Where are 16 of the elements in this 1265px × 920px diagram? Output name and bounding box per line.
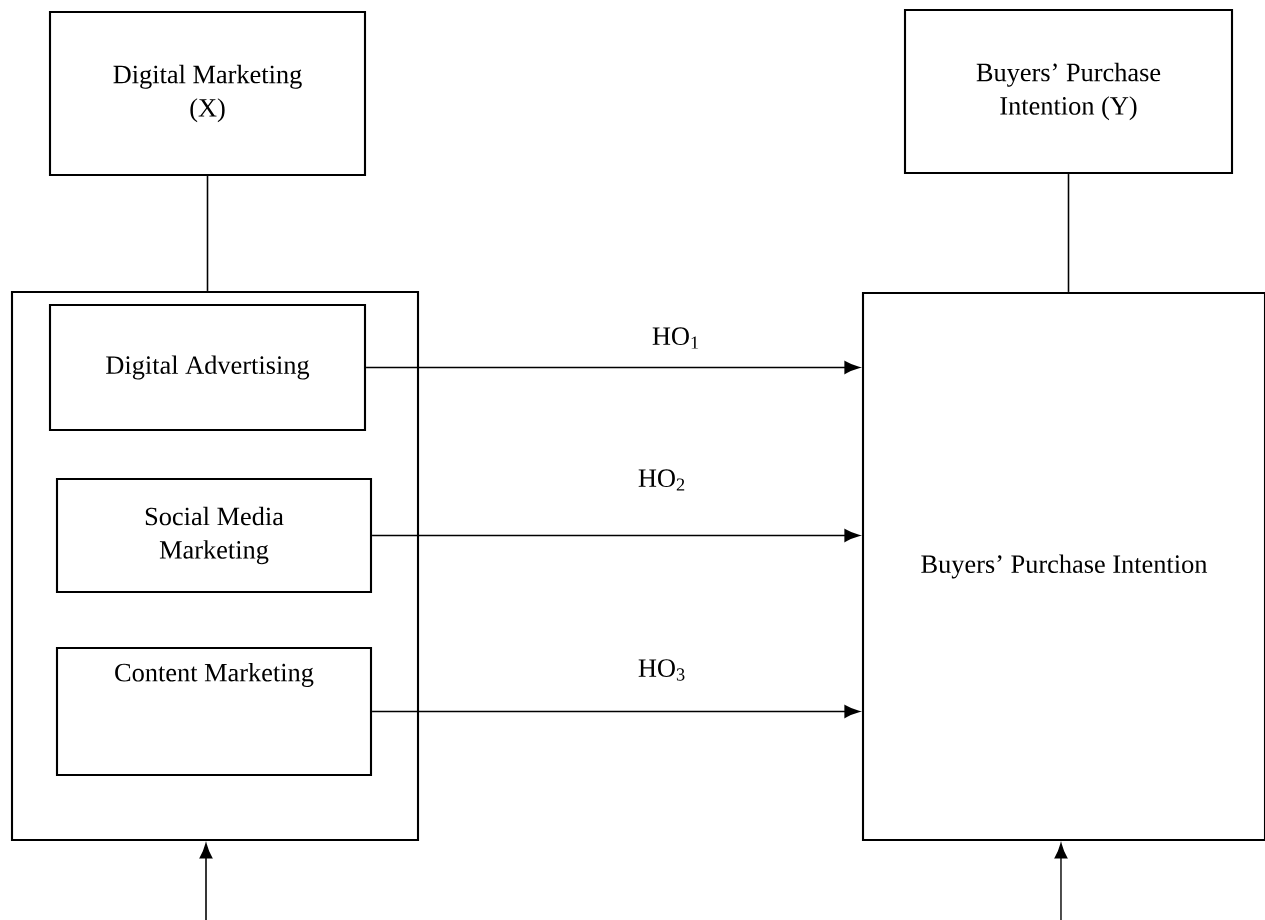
- dimension-box: Digital Advertising: [48, 303, 367, 432]
- arrow: [371, 705, 860, 718]
- connector-line: [1067, 173, 1070, 293]
- dimension-box: Social Media Marketing: [55, 477, 373, 594]
- arrow: [365, 361, 860, 374]
- connector-line: [206, 175, 209, 292]
- group-box: [10, 290, 420, 842]
- edge-label: HO$_{3}$: [636, 657, 688, 683]
- arrow: [371, 529, 860, 542]
- dimension-box: Content Marketing: [55, 646, 373, 777]
- concept-box: Buyers’ Purchase Intention (Y): [903, 8, 1234, 175]
- outcome-box: Buyers’ Purchase Intention: [861, 291, 1265, 842]
- edge-label: HO$_{1}$: [650, 325, 702, 351]
- edge-label: HO$_{2}$: [636, 467, 688, 493]
- concept-box: Digital Marketing (X): [48, 10, 367, 177]
- arrow: [199, 843, 213, 920]
